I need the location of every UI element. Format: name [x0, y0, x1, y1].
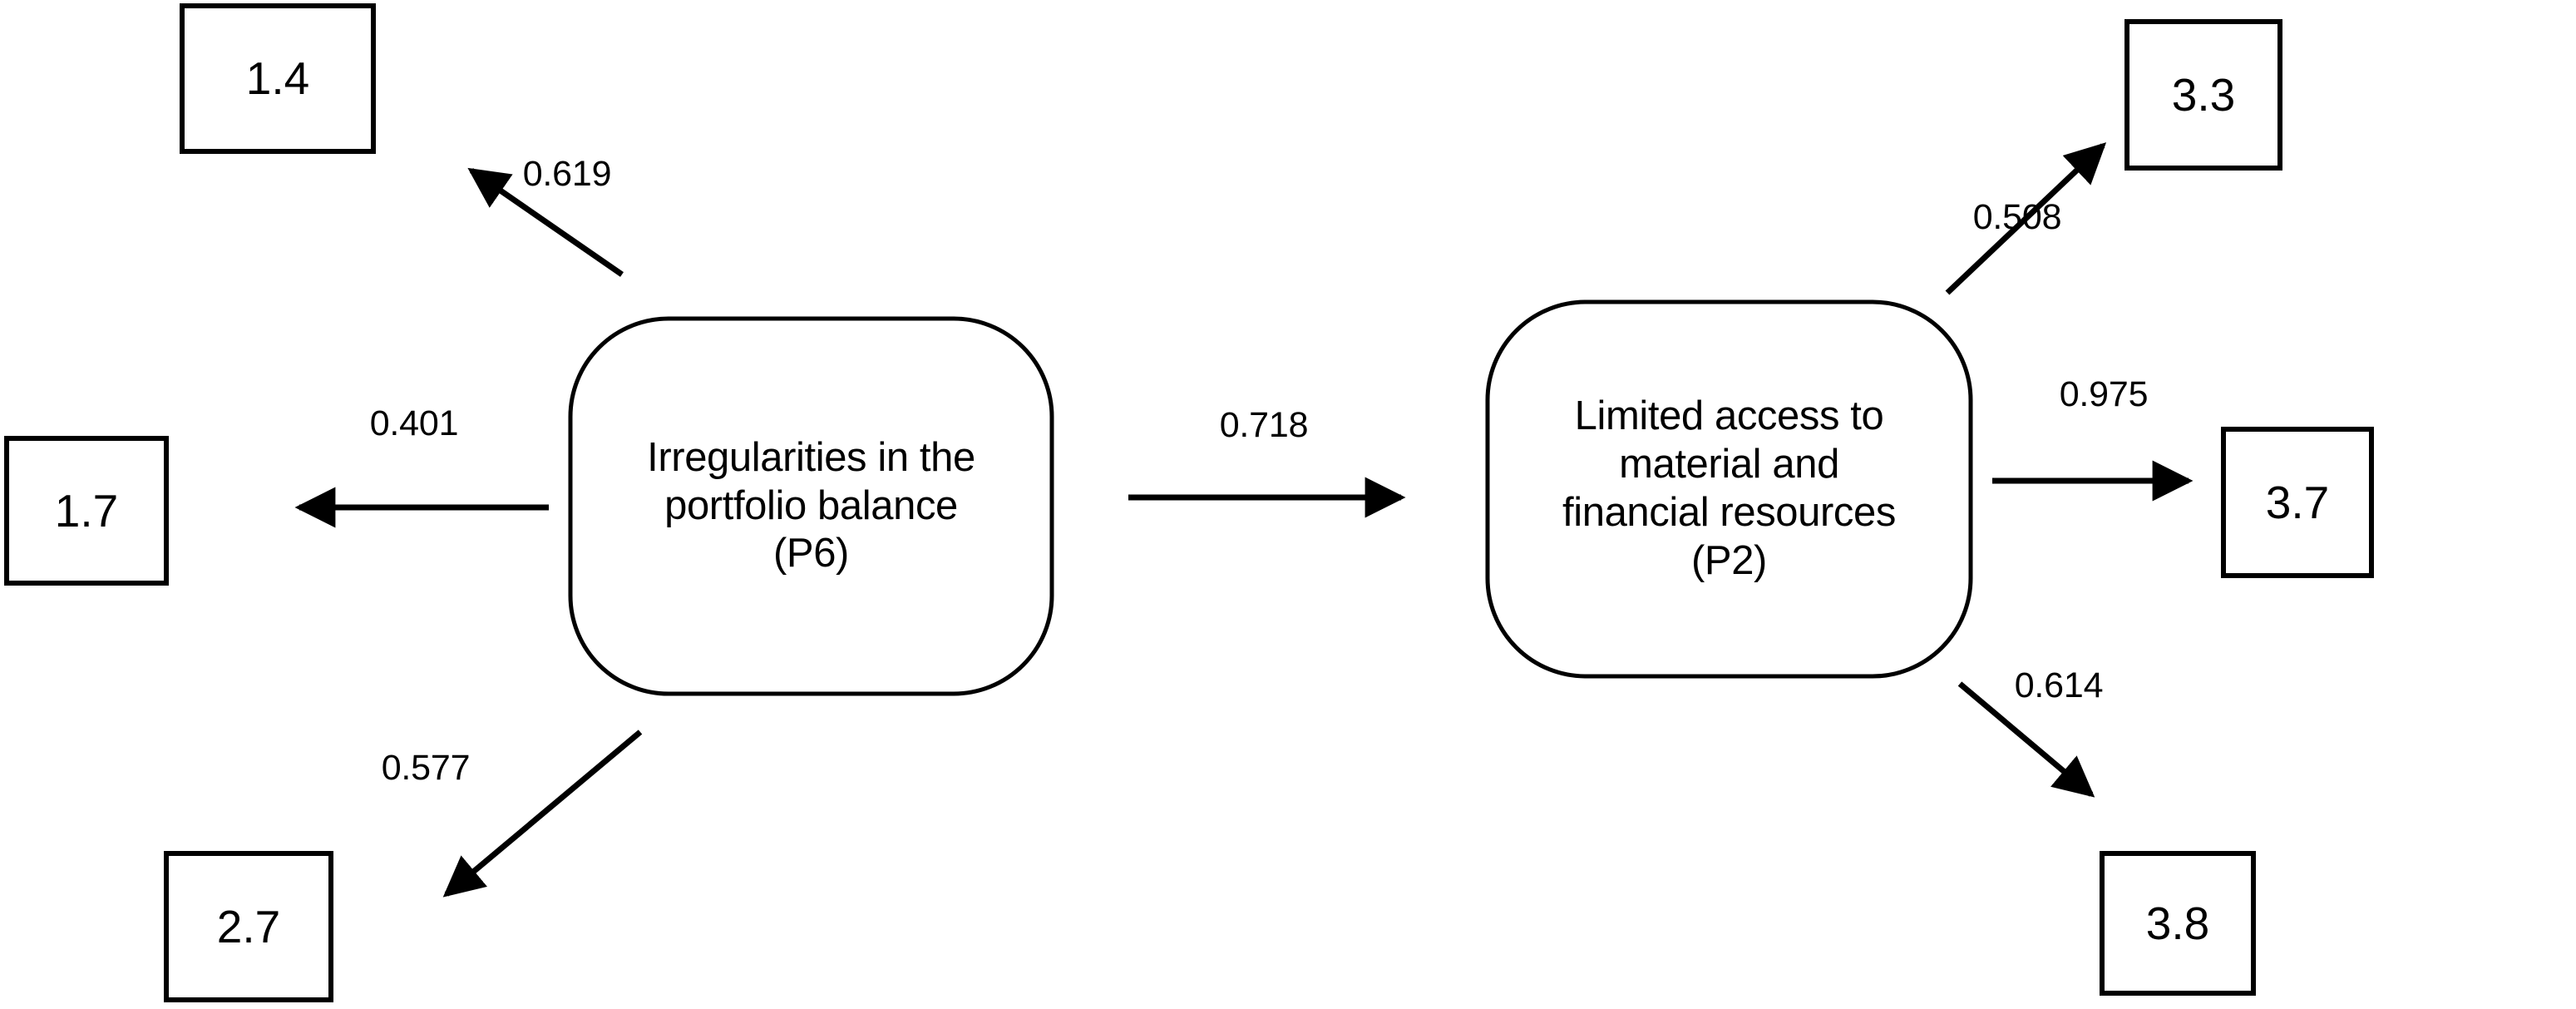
- edge-p2-to-3-3: [1945, 142, 2107, 295]
- node-shape-p2: [1485, 299, 1973, 679]
- node-shape-p6: [568, 316, 1054, 696]
- indicator-box-2-7: [164, 851, 333, 1002]
- edge-p6-to-1-4: [467, 167, 624, 277]
- indicator-box-1-7: [4, 436, 169, 586]
- edge-p6-to-2-7: [442, 730, 643, 898]
- edge-p2-to-3-8: [1957, 681, 2095, 798]
- indicator-box-1-4: [180, 3, 376, 154]
- indicator-box-3-8: [2100, 851, 2256, 996]
- indicator-box-3-7: [2221, 427, 2374, 578]
- indicator-box-3-3: [2124, 19, 2282, 171]
